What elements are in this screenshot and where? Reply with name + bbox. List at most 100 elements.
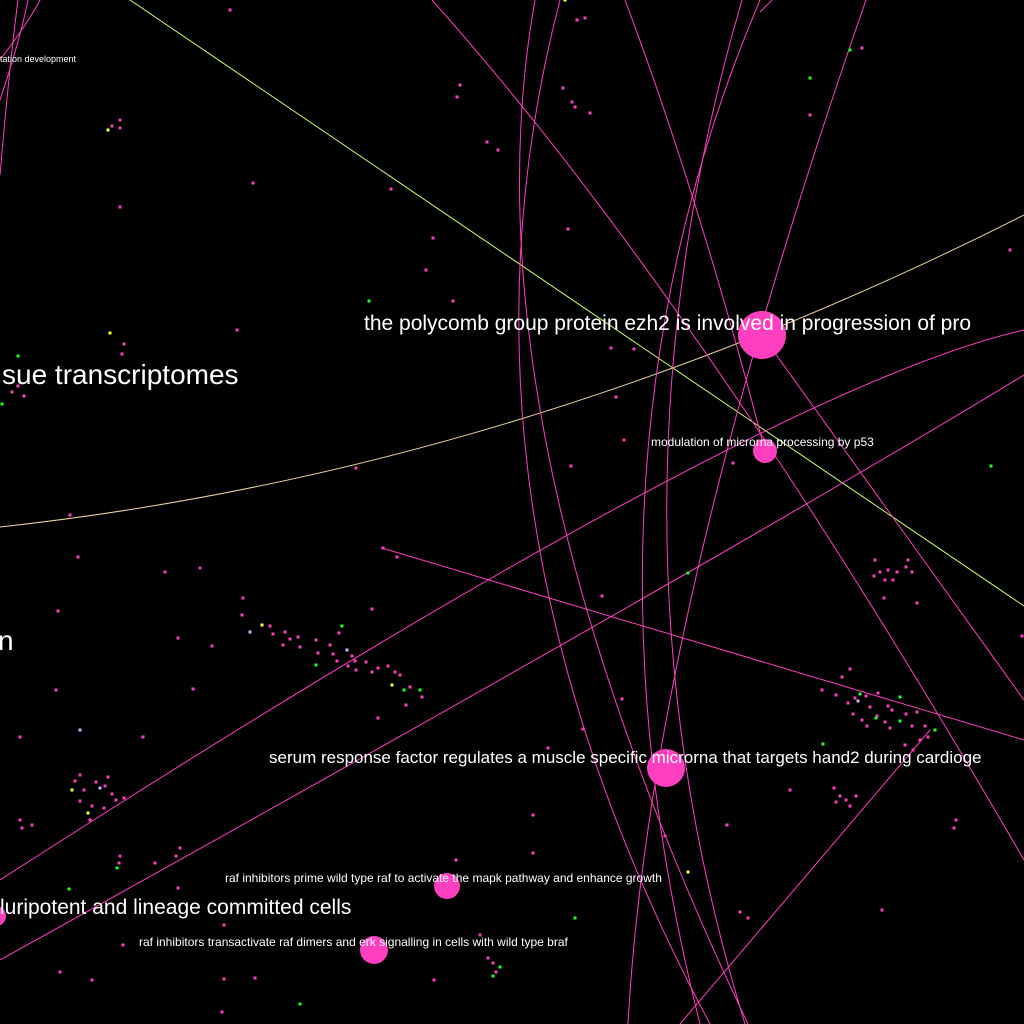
small-node xyxy=(890,708,894,712)
label-microrna-p53: modulation of microrna processing by p53 xyxy=(651,435,874,449)
small-node xyxy=(954,818,958,822)
small-node xyxy=(904,712,908,716)
label-ezh2-progression: the polycomb group protein ezh2 is invol… xyxy=(364,312,971,335)
small-node xyxy=(569,464,573,468)
small-node xyxy=(725,823,729,827)
small-node xyxy=(337,631,341,635)
small-node xyxy=(331,652,335,656)
small-node xyxy=(622,438,626,442)
small-node xyxy=(271,632,275,636)
small-node xyxy=(22,394,26,398)
small-node xyxy=(895,570,899,574)
small-node xyxy=(402,688,406,692)
small-node xyxy=(923,724,927,728)
edge xyxy=(666,0,746,1024)
small-node xyxy=(393,670,397,674)
node-raf-prime[interactable] xyxy=(434,873,460,899)
small-node xyxy=(176,886,180,890)
small-node xyxy=(174,854,178,858)
small-node xyxy=(686,870,690,874)
small-node xyxy=(865,724,869,728)
small-node xyxy=(364,660,368,664)
small-node xyxy=(141,735,145,739)
small-node xyxy=(314,663,318,667)
small-node xyxy=(573,105,577,109)
small-node xyxy=(354,466,358,470)
small-node xyxy=(581,727,585,731)
small-node xyxy=(283,630,287,634)
small-node xyxy=(398,673,402,677)
label-tissue-transcriptomes: sue transcriptomes xyxy=(2,359,239,390)
small-node xyxy=(30,823,34,827)
small-node xyxy=(496,148,500,152)
small-node xyxy=(424,268,428,272)
small-node xyxy=(20,826,24,830)
small-node xyxy=(70,788,74,792)
small-node xyxy=(573,916,577,920)
small-node xyxy=(614,395,618,399)
node-srf[interactable] xyxy=(647,749,685,787)
small-node xyxy=(821,742,825,746)
small-node xyxy=(367,299,371,303)
small-node xyxy=(228,8,232,12)
small-node xyxy=(926,735,930,739)
small-node xyxy=(583,16,587,20)
edge xyxy=(518,0,711,1024)
labels: tation development sue transcriptomes th… xyxy=(0,54,981,949)
small-node xyxy=(386,664,390,668)
small-node xyxy=(18,818,22,822)
small-node xyxy=(370,607,374,611)
node-ezh2[interactable] xyxy=(738,311,786,359)
small-node xyxy=(82,788,86,792)
small-node xyxy=(609,346,613,350)
small-node xyxy=(296,635,300,639)
node-pluripotent[interactable] xyxy=(0,906,6,926)
small-node xyxy=(563,0,567,2)
small-node xyxy=(121,943,125,947)
small-node xyxy=(989,464,993,468)
small-node xyxy=(1020,634,1024,638)
small-node xyxy=(891,578,895,582)
small-node xyxy=(451,299,455,303)
edge xyxy=(0,329,1024,881)
edge xyxy=(0,214,1024,528)
small-node xyxy=(58,970,62,974)
small-node xyxy=(288,637,292,641)
edge xyxy=(761,334,1024,701)
small-node xyxy=(883,578,887,582)
small-node xyxy=(491,961,495,965)
small-node xyxy=(268,624,272,628)
small-node xyxy=(844,798,848,802)
small-node xyxy=(566,227,570,231)
small-node xyxy=(832,786,836,790)
small-node xyxy=(198,566,202,570)
small-node xyxy=(888,726,892,730)
label-fragment-development: tation development xyxy=(0,54,77,64)
small-node xyxy=(102,806,106,810)
small-node xyxy=(486,956,490,960)
small-node xyxy=(118,205,122,209)
small-node xyxy=(898,695,902,699)
small-node xyxy=(16,384,20,388)
small-node xyxy=(118,854,122,858)
node-p53[interactable] xyxy=(753,439,777,463)
small-node xyxy=(808,76,812,80)
small-node xyxy=(864,694,868,698)
small-node xyxy=(904,565,908,569)
small-node xyxy=(88,818,92,822)
small-node xyxy=(906,558,910,562)
small-node xyxy=(118,126,122,130)
small-node xyxy=(210,644,214,648)
node-raf-transactivate[interactable] xyxy=(360,936,388,964)
small-node xyxy=(16,354,20,358)
small-node xyxy=(98,786,102,790)
small-node xyxy=(860,46,864,50)
small-node xyxy=(420,695,424,699)
small-node xyxy=(854,794,858,798)
small-node xyxy=(570,100,574,104)
small-node xyxy=(915,601,919,605)
small-node xyxy=(370,670,374,674)
small-node xyxy=(376,666,380,670)
